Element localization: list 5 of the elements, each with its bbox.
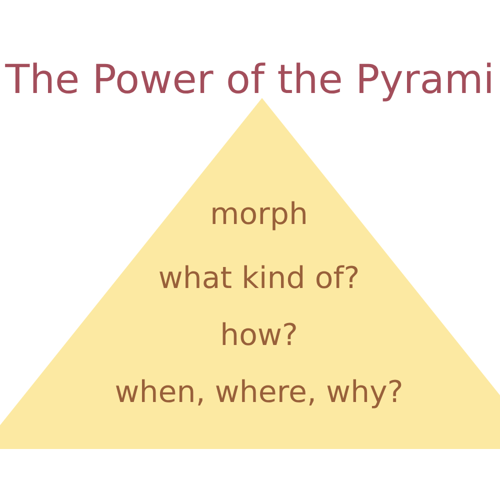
pyramid-label: morph xyxy=(212,201,306,230)
pyramid-label: when, where, why? xyxy=(116,379,402,408)
pyramid-label: what kind of? xyxy=(160,265,358,288)
pyramid-label: how? xyxy=(222,322,296,346)
title: The Power of the Pyrami xyxy=(5,62,491,102)
